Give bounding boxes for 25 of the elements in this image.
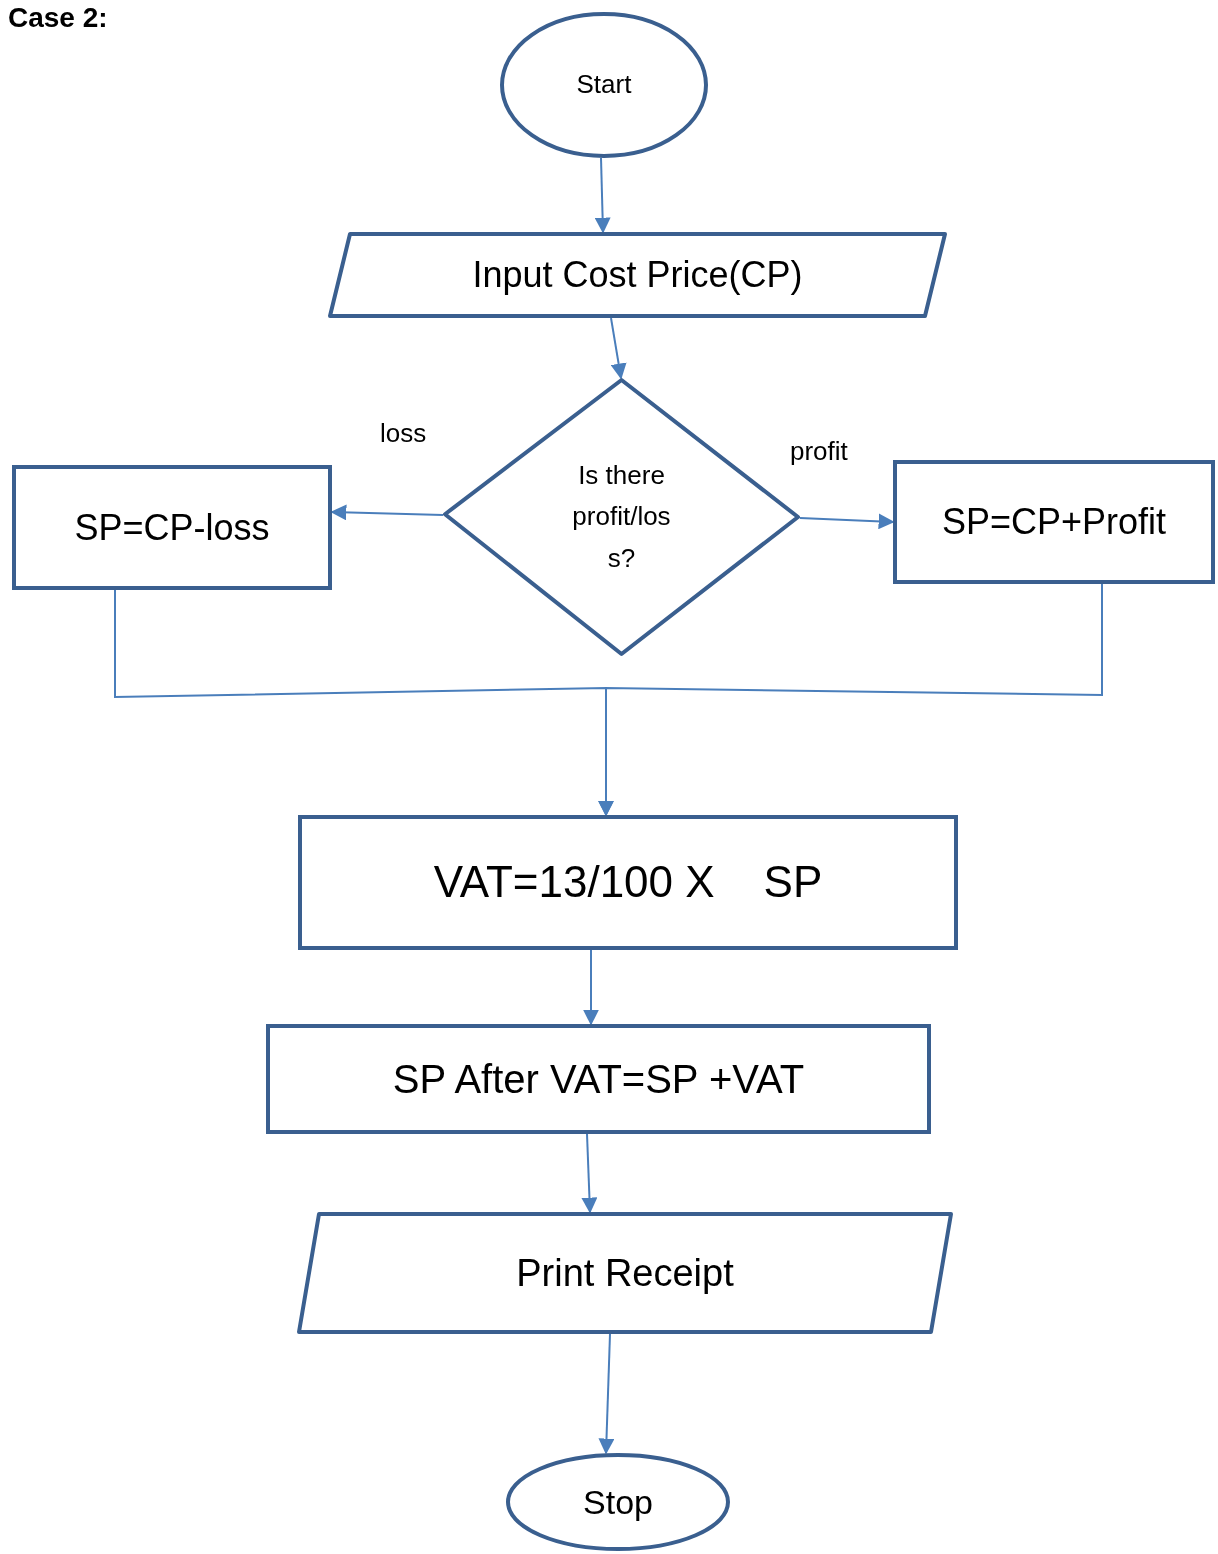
arrow	[610, 317, 627, 380]
output-parallelogram	[297, 1212, 953, 1334]
process-box	[893, 460, 1215, 584]
node-label: Stop	[583, 1481, 653, 1523]
arrow	[598, 583, 1103, 817]
node-label: Start	[576, 68, 632, 102]
node-label: SP=CP-loss	[74, 505, 270, 550]
process-box	[266, 1024, 931, 1134]
node-label: Print Receipt	[516, 1250, 734, 1296]
arrow	[581, 1133, 598, 1214]
node-label: VAT=13/100 X SP	[433, 856, 823, 909]
start-terminal	[500, 12, 708, 158]
input-parallelogram	[328, 232, 947, 318]
node-label: SP=CP+Profit	[941, 500, 1167, 545]
stop-terminal	[506, 1453, 730, 1551]
process-box	[12, 465, 332, 590]
arrow	[594, 157, 611, 234]
node-label: SP After VAT=SP +VAT	[392, 1056, 805, 1103]
arrow	[598, 1333, 615, 1455]
process-box	[298, 815, 958, 950]
diagram-title: Case 2:	[8, 2, 108, 34]
node-label: Is there profit/los s?	[571, 458, 672, 575]
arrow	[583, 949, 599, 1026]
node-label: Input Cost Price(CP)	[472, 253, 803, 298]
arrow	[799, 513, 895, 530]
